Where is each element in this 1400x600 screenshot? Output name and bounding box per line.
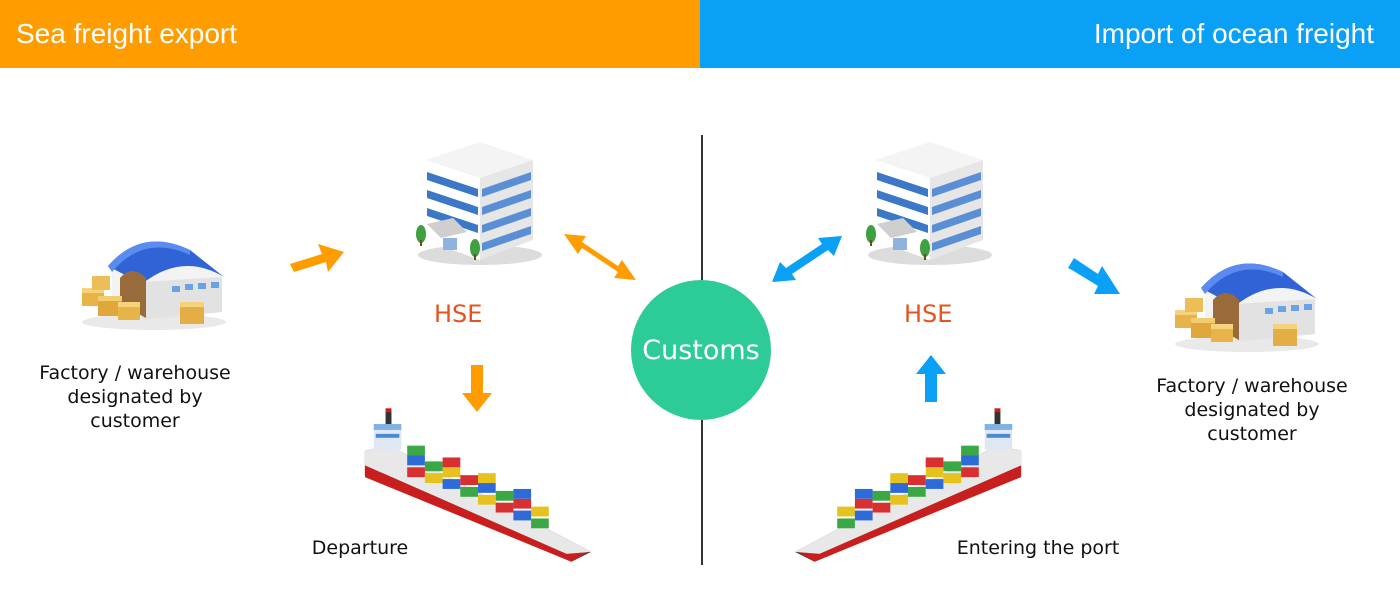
import-ship-label: Entering the port [956,537,1120,559]
import-office-building-icon [855,140,995,270]
center-divider-bottom [701,420,703,565]
export-title: Sea freight export [16,18,238,49]
export-warehouse-icon [72,222,232,332]
import-warehouse-label-line2: designated by customer [1184,399,1320,445]
customs-label: Customs [642,334,760,366]
export-arrow-right-icon [290,244,344,272]
export-customs-double-arrow-icon [564,234,636,280]
export-header: Sea freight export [0,0,700,68]
center-divider-top [701,135,703,280]
import-arrow-right-icon [1068,258,1120,294]
export-ship-label: Departure [311,537,409,559]
import-arrow-up-icon [916,355,946,402]
customs-circle: Customs [631,280,771,420]
export-warehouse-label: Factory / warehouse designated by custom… [20,361,250,433]
import-header: Import of ocean freight [700,0,1400,68]
import-customs-double-arrow-icon [772,236,842,282]
import-warehouse-label-line1: Factory / warehouse [1156,375,1348,397]
export-arrow-down-icon [462,365,492,412]
import-warehouse-label: Factory / warehouse designated by custom… [1137,374,1367,446]
import-title: Import of ocean freight [1093,18,1374,49]
export-warehouse-label-line2: designated by customer [67,386,203,432]
import-hse-label: HSE [904,300,953,328]
export-warehouse-label-line1: Factory / warehouse [39,362,231,384]
export-office-building-icon [405,140,545,270]
import-warehouse-icon [1165,244,1325,354]
export-hse-label: HSE [434,300,483,328]
